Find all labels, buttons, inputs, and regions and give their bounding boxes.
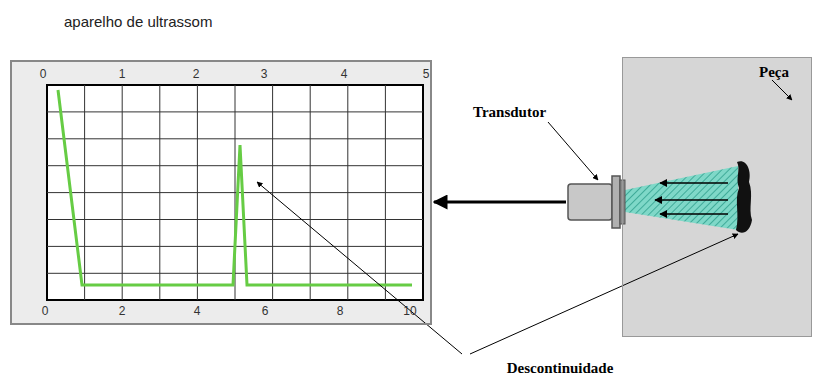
axis-number: 6 [262, 305, 269, 318]
axis-number: 1 [119, 68, 126, 81]
axis-number: 3 [261, 68, 268, 81]
transducer-flange [612, 176, 620, 228]
echo-arrow [660, 182, 728, 183]
signal-arrow [434, 201, 566, 204]
part-body [622, 57, 812, 337]
screen [47, 85, 423, 300]
axis-number: 4 [341, 68, 348, 81]
transducer: Transdutor [568, 176, 625, 228]
echo-arrow [655, 199, 728, 200]
axis-number: 4 [194, 305, 201, 318]
signal-trace [58, 90, 412, 285]
axis-number: 2 [119, 305, 126, 318]
ultrasound-beam [625, 166, 738, 230]
screen-grid [47, 85, 423, 300]
device-panel: aparelho de ultrassom [10, 60, 432, 325]
axis-number: 2 [193, 68, 200, 81]
grid-line [47, 192, 423, 193]
device-panel [10, 60, 432, 325]
grid-line [47, 111, 423, 112]
leader-line [470, 234, 738, 354]
axis-number: 8 [337, 305, 344, 318]
axis-number: 10 [403, 305, 416, 318]
leader-line [772, 80, 792, 100]
grid-line [47, 165, 423, 166]
axis-number: 5 [423, 68, 430, 81]
axis-number: 0 [40, 68, 47, 81]
leader-line [548, 122, 598, 180]
node-label: Peça [759, 64, 789, 81]
echo-arrow [660, 213, 728, 214]
node-label: aparelho de ultrassom [64, 14, 212, 31]
axis-number: 0 [42, 305, 49, 318]
callout-label: Descontinuidade [507, 360, 614, 377]
part-block: Peça [622, 57, 812, 337]
discontinuity [736, 161, 752, 233]
node-label: Transdutor [473, 104, 546, 121]
transducer-body [568, 184, 612, 220]
grid-line [47, 138, 423, 139]
